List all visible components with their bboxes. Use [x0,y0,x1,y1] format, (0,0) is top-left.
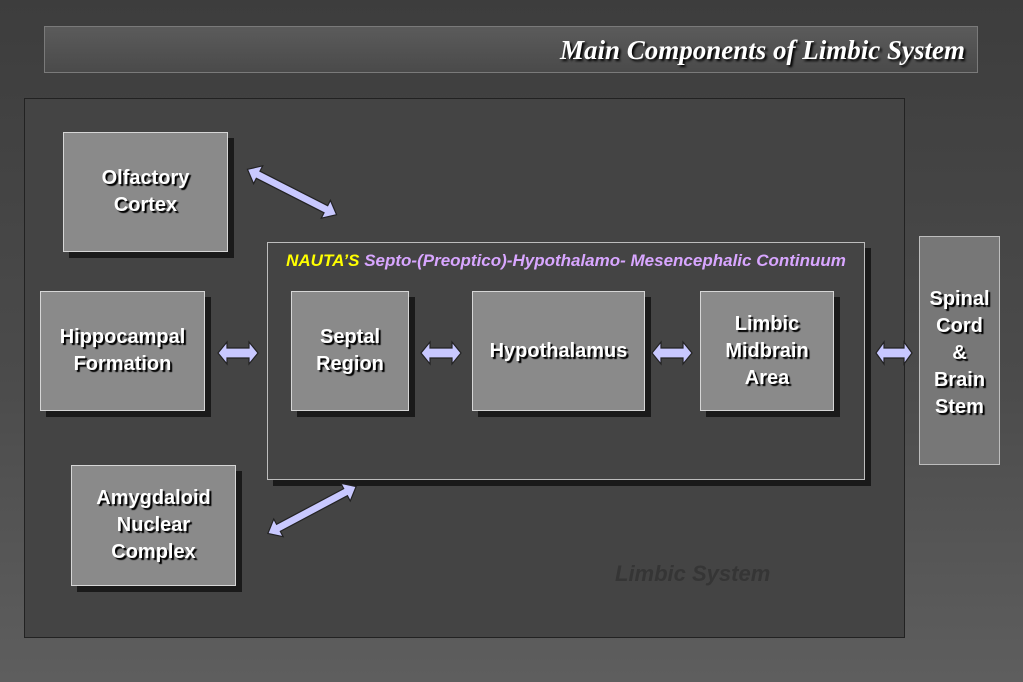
nauta-label: NAUTA’S [286,251,360,270]
amygdaloid-complex-box: Amygdaloid Nuclear Complex [71,465,236,586]
amygdaloid-complex-label: Amygdaloid Nuclear Complex [96,487,211,563]
limbic-midbrain-box: Limbic Midbrain Area [700,291,834,411]
title-bar: Main Components of Limbic System [44,26,978,73]
olfactory-cortex-box: Olfactory Cortex [63,132,228,252]
septal-region-label: Septal Region [316,326,384,375]
spinal-cord-brain-stem-box: Spinal Cord & Brain Stem [919,236,1000,465]
hypothalamus-box: Hypothalamus [472,291,645,411]
limbic-midbrain-label: Limbic Midbrain Area [725,312,809,389]
limbic-system-label: Limbic System [615,561,771,586]
olfactory-cortex-label: Olfactory Cortex [101,167,190,216]
spinal-cord-brain-stem-label: Spinal Cord & Brain Stem [929,288,990,418]
hippocampal-formation-label: Hippocampal Formation [59,326,186,375]
continuum-heading: NAUTA’S Septo-(Preoptico)-Hypothalamo- M… [268,251,864,271]
hippocampal-formation-box: Hippocampal Formation [40,291,205,411]
septal-region-box: Septal Region [291,291,409,411]
continuum-label: Septo-(Preoptico)-Hypothalamo- Mesenceph… [359,251,846,270]
hypothalamus-label: Hypothalamus [489,339,628,362]
slide-title: Main Components of Limbic System [559,35,965,65]
